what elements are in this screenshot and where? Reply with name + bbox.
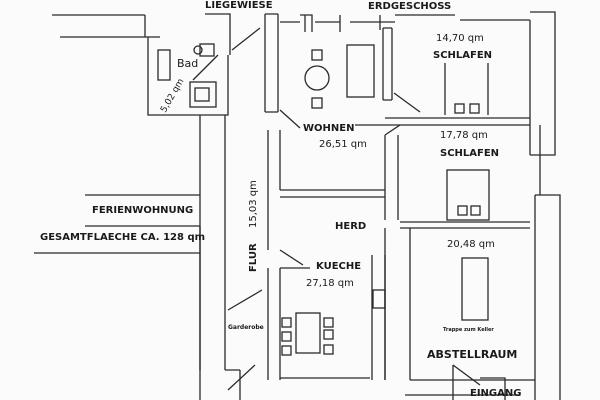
apartment-label: FERIENWOHNUNG (92, 205, 194, 216)
room-area-flur: 15,03 qm (248, 180, 259, 228)
room-name-bad: Bad (177, 57, 199, 70)
bathtub (157, 49, 171, 81)
room-area-wohnen: 26,51 qm (319, 139, 367, 150)
total-area-label: GESAMTFLAECHE CA. 128 qm (40, 232, 206, 243)
room-name-kueche: KUECHE (316, 261, 362, 272)
floor-label: ERDGESCHOSS (368, 1, 452, 12)
room-area-abstellraum: 20,48 qm (447, 239, 495, 250)
room-name-wohnen: WOHNEN (303, 123, 355, 134)
room-name-garderobe: Garderobe (228, 324, 264, 331)
top-label: LIEGEWIESE (205, 0, 273, 11)
room-name-schlafen-2: SCHLAFEN (440, 148, 500, 159)
bottom-label: EINGANG (470, 388, 522, 399)
room-name-schlafen-1: SCHLAFEN (433, 50, 493, 61)
room-name-abstellraum: ABSTELLRAUM (427, 348, 518, 361)
room-area-kueche: 27,18 qm (306, 278, 354, 289)
stairs-note: Trappe zum Keller (443, 327, 494, 333)
room-area-schlafen-1: 14,70 qm (436, 33, 484, 44)
toilet (193, 45, 203, 55)
room-area-schlafen-2: 17,78 qm (440, 130, 488, 141)
herd-label: HERD (335, 221, 367, 232)
stairs (461, 257, 489, 321)
stove (372, 289, 386, 309)
shower (189, 81, 217, 108)
room-name-flur: FLUR (248, 243, 259, 272)
